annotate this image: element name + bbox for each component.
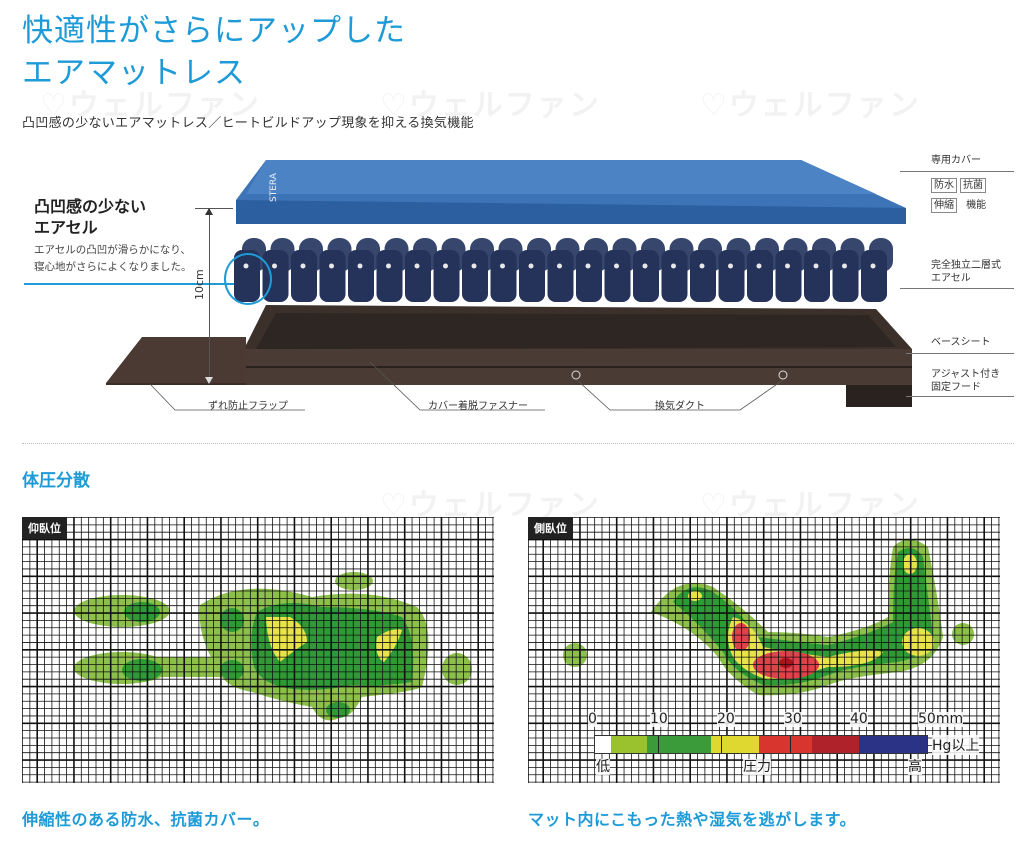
callout-hood: アジャスト付き 固定フード [931,368,1000,394]
legend-segment [647,736,658,753]
pressure-legend: 0 10 20 30 40 50mm Hg以上 低 圧力 高 [528,517,1000,783]
tag-suffix: 機能 [966,200,987,211]
legend-segment [610,736,648,753]
aircell-line-1: 完全独立二層式 [931,260,1001,271]
watermark: ♡ウェルファン [380,88,601,123]
legend-segment [721,736,759,753]
feature-description: エアセルの凸凹が滑らかになり、 寝心地がさらによくなりました。 [34,242,192,276]
leader-lines [149,361,784,411]
legend-color-bar [594,735,928,754]
feature-heading-line-1: 凸凹感の少ない [34,197,147,216]
base-sheet-image [106,305,912,411]
tag-antibacterial: 抗菌 [960,178,986,193]
callout-fastener: カバー着脱ファスナー [428,401,528,412]
air-cells-image [232,236,902,304]
callout-rule [906,396,1014,397]
pressure-map-lateral: 側臥位 0 10 20 30 40 50mm Hg以上 低 圧力 高 [528,517,1000,783]
legend-high: 高 [908,759,922,775]
page-title: 快適性がさらにアップした エアマットレス [22,10,406,94]
section-title: 体圧分散 [22,471,90,491]
legend-unit: Hg以上 [932,735,980,755]
title-line-1: 快適性がさらにアップした [22,13,406,49]
tag-waterproof: 防水 [931,178,957,193]
cover-tags-row-2: 伸縮 機能 [931,198,986,213]
legend-segment [758,736,791,753]
svg-text:STERA: STERA [269,172,279,202]
legend-segment [710,736,722,753]
arrow-down-icon [205,377,213,384]
legend-segment [812,736,860,753]
cover-tags: 防水抗菌 [931,178,989,193]
aircell-line-2: エアセル [931,273,971,284]
feature-desc-line-1: エアセルの凸凹が滑らかになり、 [34,244,191,256]
callout-rule [906,353,1014,354]
watermark: ♡ウェルファン [40,88,261,123]
legend-tick: 40 [850,711,868,727]
callout-flap: ずれ防止フラップ [208,401,288,412]
callout-cover: 専用カバー [931,155,981,166]
map-label-lateral: 側臥位 [528,517,573,539]
legend-segment [657,736,711,753]
legend-tick: 50mm [918,711,964,727]
hood-line-2: 固定フード [931,382,981,393]
tag-stretch: 伸縮 [931,198,957,213]
caption-lateral: マット内にこもった熱や湿気を逃がします。 [528,810,857,829]
legend-segment [859,736,927,753]
page-subtitle: 凸凹感の少ないエアマットレス／ヒートビルドアップ現象を抑える換気機能 [22,116,474,131]
callout-rule [900,288,1014,289]
legend-mid: 圧力 [743,759,771,775]
watermark: ♡ウェルファン [700,88,921,123]
callout-rule [900,171,1014,172]
title-line-2: エアマットレス [22,55,246,91]
section-divider [22,443,1014,444]
mattress-cover-image: STERA [236,158,906,228]
legend-low: 低 [596,759,610,775]
legend-tick: 20 [717,711,735,727]
map-label-supine: 仰臥位 [22,517,67,539]
hood-line-1: アジャスト付き [931,369,1001,380]
arrow-up-icon [205,208,213,215]
legend-tick: 0 [588,711,597,727]
callout-duct: 換気ダクト [655,401,705,412]
feature-pointer-line [24,283,234,285]
legend-tick: 30 [784,711,802,727]
legend-segment [790,736,813,753]
legend-segment [595,736,611,753]
feature-desc-line-2: 寝心地がさらによくなりました。 [34,261,192,273]
caption-supine: 伸縮性のある防水、抗菌カバー。 [22,810,270,829]
dimension-line [209,209,210,383]
feature-heading: 凸凹感の少ない エアセル [34,196,146,238]
grid [22,517,494,783]
pressure-map-supine: 仰臥位 [22,517,494,783]
dimension-top-rule [195,208,233,209]
feature-highlight-circle [224,253,272,305]
callout-base-sheet: ベースシート [931,337,991,348]
legend-tick: 10 [650,711,668,727]
feature-heading-line-2: エアセル [34,218,98,237]
callout-aircell: 完全独立二層式 エアセル [931,259,1001,285]
